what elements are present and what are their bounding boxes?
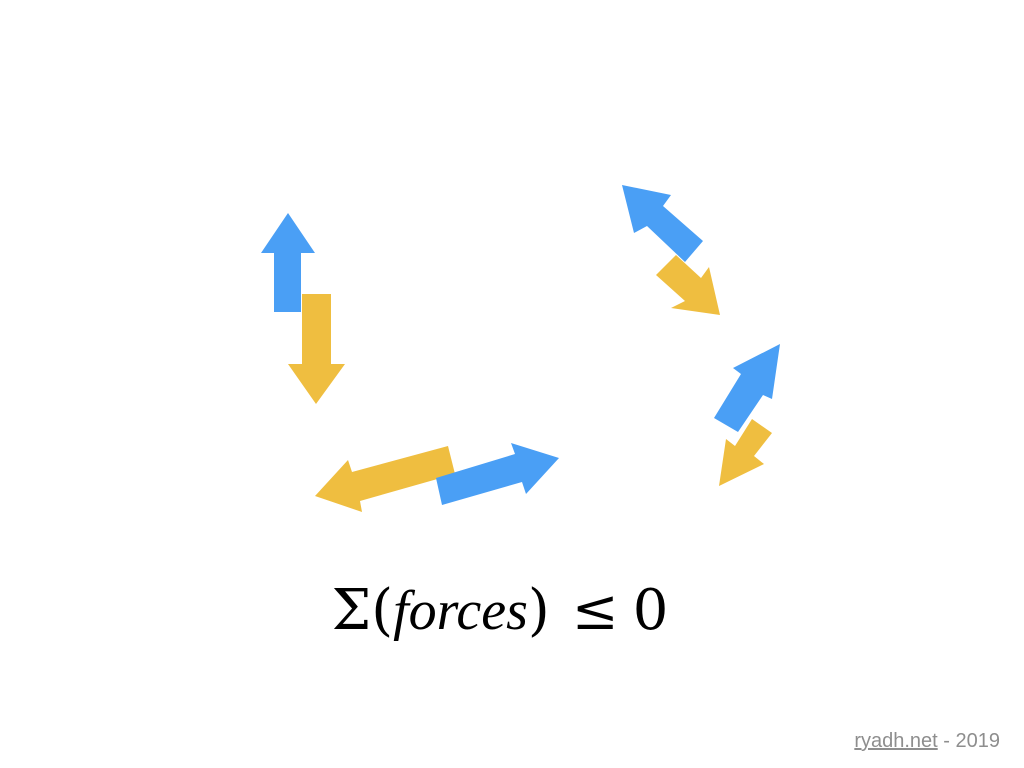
sigma-symbol: Σ	[331, 578, 372, 643]
credit-footer: ryadh.net - 2019	[854, 730, 1000, 753]
credit-year: 2019	[955, 730, 1001, 752]
arrow-up-right-blue	[714, 344, 780, 432]
open-paren: (	[371, 578, 394, 643]
arrow-up-blue	[261, 213, 315, 312]
close-paren: )	[527, 578, 550, 643]
forces-variable: forces	[393, 580, 528, 642]
arrow-right-blue	[436, 443, 559, 505]
arrow-left-yellow	[315, 446, 455, 512]
less-or-equal-symbol: ≤	[571, 578, 619, 643]
arrow-up-left-blue	[622, 185, 703, 262]
sum-of-forces-formula: Σ(forces) ≤0	[0, 576, 1000, 646]
arrow-down-yellow	[288, 294, 345, 404]
zero-value: 0	[632, 578, 669, 643]
arrow-down-right-yellow	[656, 255, 720, 315]
credit-site-link[interactable]: ryadh.net	[854, 730, 938, 752]
credit-separator: -	[937, 730, 956, 752]
arrow-down-left-yellow	[719, 419, 772, 486]
